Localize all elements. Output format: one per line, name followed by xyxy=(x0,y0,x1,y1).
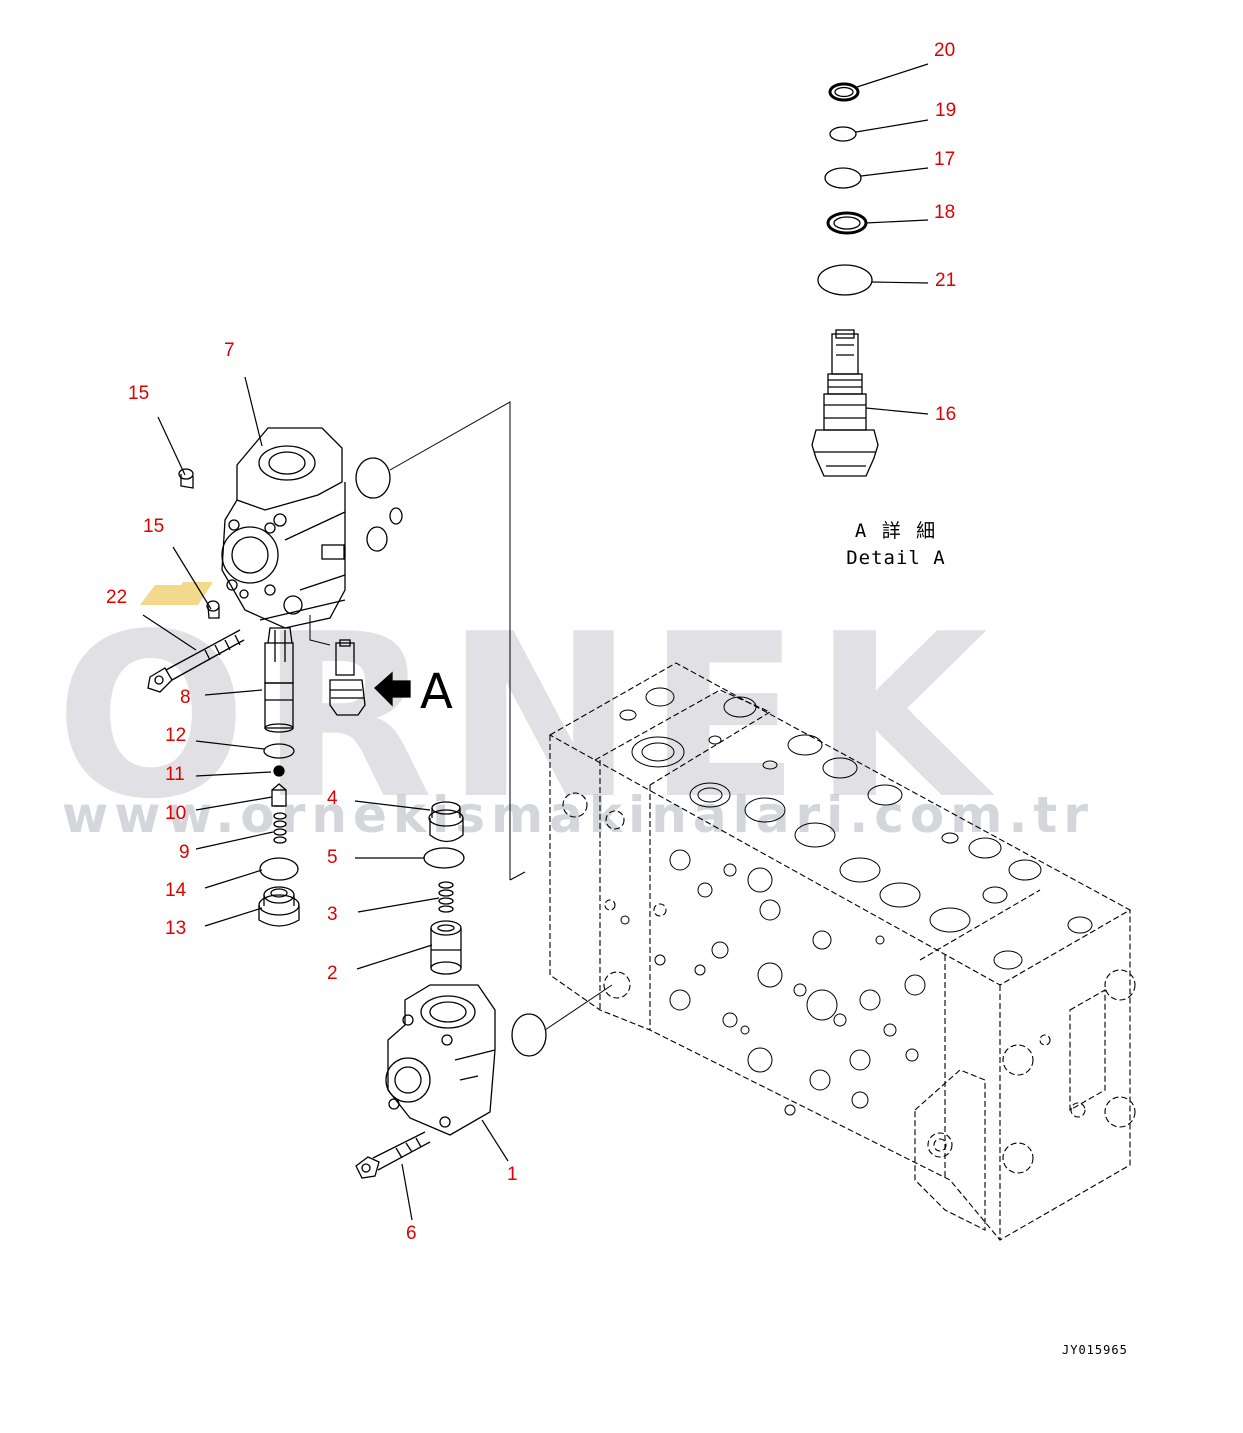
drawing-id: JY015965 xyxy=(1062,1343,1128,1357)
detail-a-parts xyxy=(811,82,879,477)
poppet-10 xyxy=(271,783,287,807)
view-arrow-icon xyxy=(374,671,411,707)
main-control-valve xyxy=(548,662,1136,1241)
callout-7: 7 xyxy=(224,340,235,361)
callout-13: 13 xyxy=(165,918,187,939)
spring-3 xyxy=(438,881,454,913)
view-arrow-label: A xyxy=(420,664,453,720)
spool-a xyxy=(329,639,366,716)
piston-2 xyxy=(430,920,462,975)
watermark-logo-icon xyxy=(140,582,213,605)
plug-4 xyxy=(428,801,464,843)
detail-leaders xyxy=(855,63,929,415)
callout-16: 16 xyxy=(935,404,957,425)
callout-19: 19 xyxy=(935,100,957,121)
main-valve-ports xyxy=(619,687,1093,970)
valve-housing-1 xyxy=(385,984,496,1136)
callout-1: 1 xyxy=(507,1164,518,1185)
bolt-22 xyxy=(147,629,245,693)
callout-3: 3 xyxy=(327,904,338,925)
plug-15-lower xyxy=(206,589,249,619)
connection-lines xyxy=(309,401,613,1031)
callout-4: 4 xyxy=(327,788,338,809)
bolt-6 xyxy=(355,1131,431,1179)
spool-8 xyxy=(264,627,294,733)
callout-14: 14 xyxy=(165,880,187,901)
plug-15-upper xyxy=(178,468,194,489)
callout-10: 10 xyxy=(165,803,187,824)
callout-21: 21 xyxy=(935,270,957,291)
callout-18: 18 xyxy=(934,202,956,223)
spring-9 xyxy=(273,812,287,844)
callout-9: 9 xyxy=(179,842,190,863)
callout-15-upper: 15 xyxy=(128,383,150,404)
detail-label-english: Detail A xyxy=(846,546,946,569)
callout-12: 12 xyxy=(165,725,187,746)
valve-body-7 xyxy=(221,427,346,629)
callout-6: 6 xyxy=(406,1223,417,1244)
callout-5: 5 xyxy=(327,847,338,868)
callout-22: 22 xyxy=(106,587,128,608)
callout-15-lower: 15 xyxy=(143,516,165,537)
main-valve-face-holes xyxy=(620,849,926,1116)
callout-8: 8 xyxy=(180,687,191,708)
plug-13 xyxy=(258,886,300,927)
watermark-url: www.ornekismakinalari.com.tr xyxy=(62,786,1094,844)
leader-lines xyxy=(142,376,509,1221)
watermark-brand: ORNEK xyxy=(55,586,1000,849)
oring-a xyxy=(355,457,391,499)
cartridge-valve-16 xyxy=(811,329,879,477)
detail-label: A 詳 細 Detail A xyxy=(846,518,946,571)
callout-17: 17 xyxy=(934,149,956,170)
detail-label-japanese: A 詳 細 xyxy=(854,520,938,542)
callout-20: 20 xyxy=(934,40,956,61)
callout-2: 2 xyxy=(327,963,338,984)
callout-11: 11 xyxy=(165,764,185,785)
